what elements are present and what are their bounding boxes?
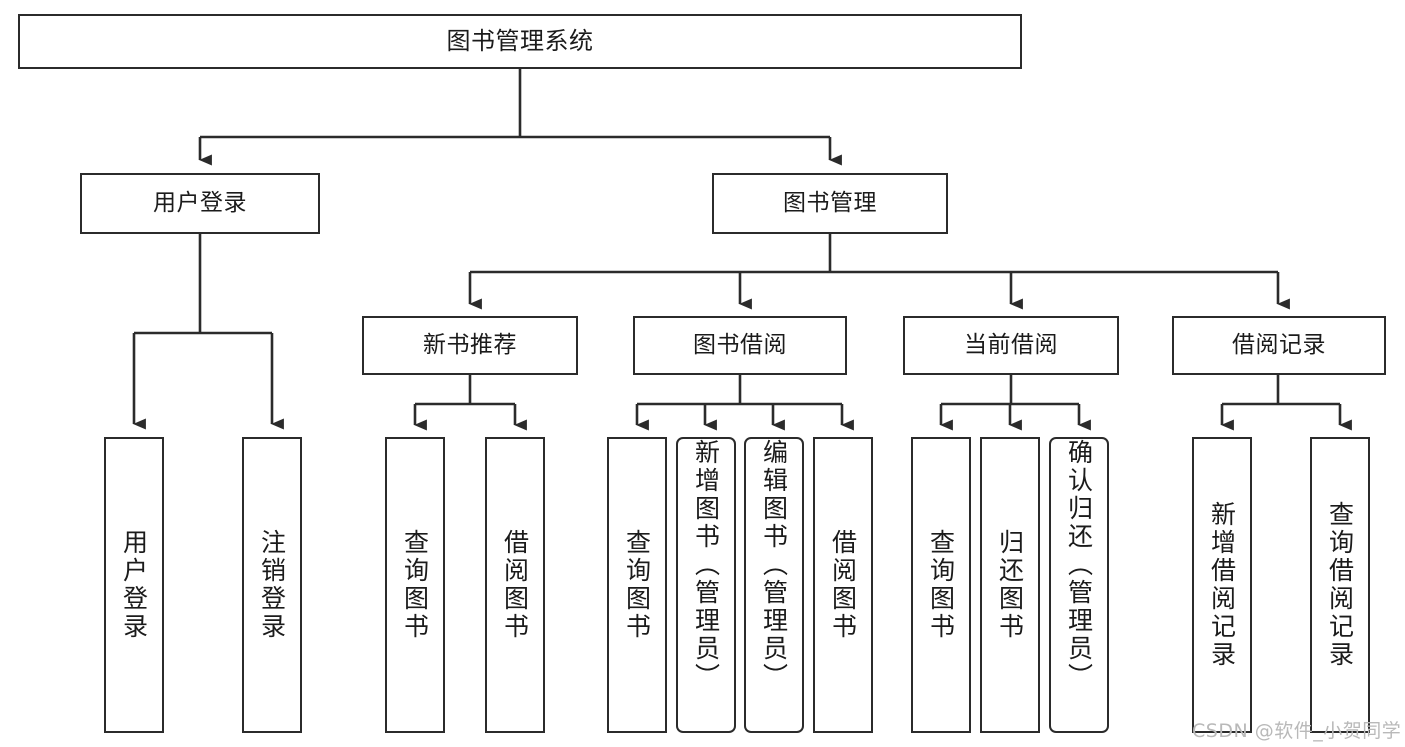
leaf-query-book-current[interactable]: 查询图书	[911, 437, 971, 733]
leaf-borrow-book-recommendation[interactable]: 借阅图书	[485, 437, 545, 733]
node-book-management[interactable]: 图书管理	[712, 173, 948, 234]
node-label: 当前借阅	[964, 331, 1058, 358]
node-label: 查询图书	[622, 529, 652, 641]
node-label: 借阅记录	[1232, 331, 1326, 358]
leaf-add-borrow-record[interactable]: 新增借阅记录	[1192, 437, 1252, 733]
node-label: 新增借阅记录	[1207, 501, 1237, 669]
leaf-query-book-borrow[interactable]: 查询图书	[607, 437, 667, 733]
node-label: 编辑图书（管理员）	[759, 439, 789, 691]
leaf-borrow-book-borrow[interactable]: 借阅图书	[813, 437, 873, 733]
node-book-borrow[interactable]: 图书借阅	[633, 316, 847, 375]
node-label: 新书推荐	[423, 331, 517, 358]
node-label: 图书借阅	[693, 331, 787, 358]
node-user-login[interactable]: 用户登录	[80, 173, 320, 234]
node-label: 用户登录	[153, 189, 247, 216]
node-label: 查询图书	[926, 529, 956, 641]
node-new-book-recommendation[interactable]: 新书推荐	[362, 316, 578, 375]
node-label: 借阅图书	[500, 529, 530, 641]
node-label: 注销登录	[257, 529, 287, 641]
node-label: 借阅图书	[828, 529, 858, 641]
node-label: 图书管理系统	[446, 27, 594, 56]
leaf-logout[interactable]: 注销登录	[242, 437, 302, 733]
leaf-add-book-admin[interactable]: 新增图书（管理员）	[676, 437, 736, 733]
leaf-user-login[interactable]: 用户登录	[104, 437, 164, 733]
node-current-borrow[interactable]: 当前借阅	[903, 316, 1119, 375]
leaf-confirm-return-admin[interactable]: 确认归还（管理员）	[1049, 437, 1109, 733]
node-label: 归还图书	[995, 529, 1025, 641]
leaf-query-borrow-record[interactable]: 查询借阅记录	[1310, 437, 1370, 733]
node-label: 确认归还（管理员）	[1064, 439, 1094, 691]
node-label: 查询图书	[400, 529, 430, 641]
node-label: 图书管理	[783, 189, 877, 216]
node-borrow-record[interactable]: 借阅记录	[1172, 316, 1386, 375]
node-label: 查询借阅记录	[1325, 501, 1355, 669]
node-label: 新增图书（管理员）	[691, 439, 721, 691]
node-root-book-management-system[interactable]: 图书管理系统	[18, 14, 1022, 69]
leaf-return-book[interactable]: 归还图书	[980, 437, 1040, 733]
leaf-edit-book-admin[interactable]: 编辑图书（管理员）	[744, 437, 804, 733]
node-label: 用户登录	[119, 529, 149, 641]
csdn-watermark: CSDN @软件_小贺同学	[1192, 720, 1402, 742]
leaf-query-book-recommendation[interactable]: 查询图书	[385, 437, 445, 733]
